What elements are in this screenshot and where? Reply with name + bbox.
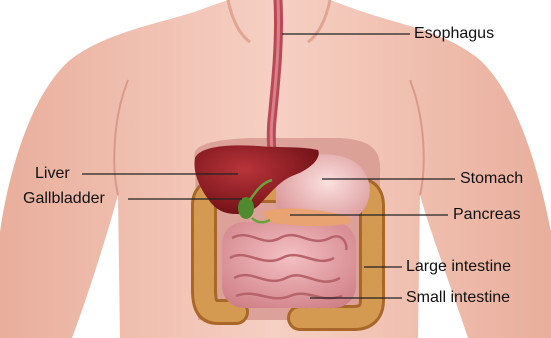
small-intestine-organ — [222, 222, 356, 308]
pancreas-label: Pancreas — [453, 206, 521, 224]
gallbladder-label: Gallbladder — [23, 190, 105, 208]
esophagus-label: Esophagus — [414, 25, 494, 43]
large-intestine-label: Large intestine — [406, 258, 511, 276]
stomach-label: Stomach — [460, 170, 523, 188]
small-intestine-label: Small intestine — [406, 289, 510, 307]
liver-label: Liver — [35, 165, 70, 183]
